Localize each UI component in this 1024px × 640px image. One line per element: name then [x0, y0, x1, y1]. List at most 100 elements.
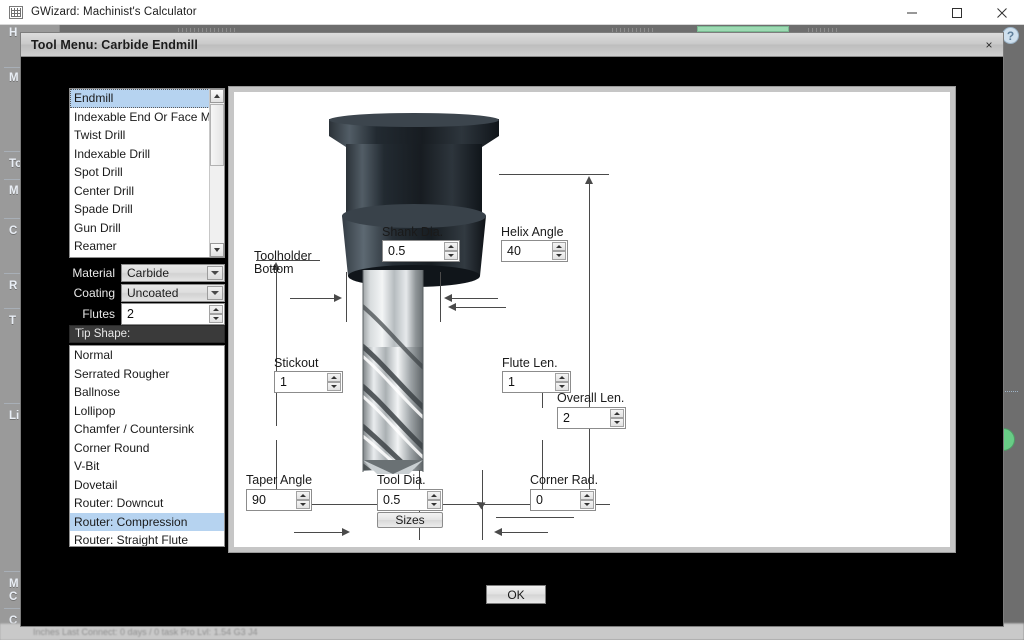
bg-nav-item-10[interactable]: C: [9, 615, 18, 627]
spin-down-icon[interactable]: [427, 500, 441, 509]
spin-down-icon[interactable]: [209, 314, 223, 323]
flute-len-spin-buttons[interactable]: [555, 373, 569, 391]
flute-len-stepper[interactable]: 1: [502, 371, 571, 393]
bg-nav-item-1[interactable]: M: [9, 72, 19, 84]
shank-dia-stepper[interactable]: 0.5: [382, 240, 460, 262]
dialog-close-icon[interactable]: ×: [985, 38, 993, 52]
tool-type-listbox[interactable]: Endmill Indexable End Or Face Mill Twist…: [69, 88, 225, 258]
tool-type-item-8[interactable]: Reamer: [74, 239, 117, 253]
scrollbar-thumb[interactable]: [210, 104, 224, 166]
shank-dia-spin-buttons[interactable]: [444, 242, 458, 260]
bg-nav-item-0[interactable]: H: [9, 27, 18, 39]
tool-type-item-5[interactable]: Center Drill: [74, 183, 135, 198]
tip-shape-item-1[interactable]: Serrated Rougher: [74, 366, 170, 381]
sizes-button[interactable]: Sizes: [377, 512, 443, 528]
taper-angle-spin-buttons[interactable]: [296, 491, 310, 509]
flutes-stepper[interactable]: 2: [121, 303, 225, 325]
bg-nav-item-7[interactable]: Li: [9, 410, 20, 422]
tip-shape-item-9[interactable]: Router: Compression: [70, 512, 224, 531]
bg-nav-item-6[interactable]: T: [9, 315, 17, 327]
bg-nav-item-4[interactable]: C: [9, 225, 18, 237]
leader-stickout-bottom: [276, 440, 277, 502]
spin-up-icon[interactable]: [327, 373, 341, 382]
tip-shape-item-3[interactable]: Lollipop: [74, 403, 116, 418]
spin-up-icon[interactable]: [555, 373, 569, 382]
scroll-down-icon[interactable]: [210, 243, 224, 257]
arrow-shank-right: [334, 294, 342, 302]
bg-nav-item-2[interactable]: To: [9, 158, 23, 170]
spin-down-icon[interactable]: [296, 500, 310, 509]
corner-rad-stepper[interactable]: 0: [530, 489, 596, 511]
overall-len-label: Overall Len.: [557, 391, 625, 405]
bg-nav-item-8[interactable]: M: [9, 578, 19, 590]
chevron-down-icon[interactable]: [207, 265, 223, 280]
spin-down-icon[interactable]: [580, 500, 594, 509]
close-icon[interactable]: [979, 0, 1024, 25]
bg-nav-item-3[interactable]: M: [9, 185, 19, 197]
spin-down-icon[interactable]: [555, 382, 569, 391]
helix-angle-label: Helix Angle: [501, 225, 564, 239]
tool-type-item-7[interactable]: Gun Drill: [74, 220, 121, 235]
arrow-shank-left: [444, 294, 452, 302]
leader-shank-left: [346, 272, 347, 322]
tip-shape-item-6[interactable]: V-Bit: [74, 459, 100, 473]
scroll-up-icon[interactable]: [210, 89, 224, 103]
tool-dia-spin-buttons[interactable]: [427, 491, 441, 509]
tip-shape-item-2[interactable]: Ballnose: [74, 385, 121, 399]
taper-angle-stepper[interactable]: 90: [246, 489, 312, 511]
dialog-titlebar[interactable]: Tool Menu: Carbide Endmill ×: [21, 33, 1003, 57]
spin-down-icon[interactable]: [552, 251, 566, 260]
tool-type-item-3[interactable]: Indexable Drill: [74, 146, 151, 161]
tool-type-scrollbar[interactable]: [209, 89, 224, 257]
minimize-icon[interactable]: [889, 0, 934, 25]
tip-shape-item-7[interactable]: Dovetail: [74, 477, 118, 492]
bg-nav-item-9[interactable]: C: [9, 591, 18, 603]
tip-shape-item-4[interactable]: Chamfer / Countersink: [74, 422, 195, 436]
bg-nav-item-5[interactable]: R: [9, 280, 18, 292]
helix-angle-stepper[interactable]: 40: [501, 240, 568, 262]
tool-type-item-2[interactable]: Twist Drill: [74, 128, 126, 142]
overall-len-stepper[interactable]: 2: [557, 407, 626, 429]
tool-dia-stepper[interactable]: 0.5: [377, 489, 443, 511]
spin-up-icon[interactable]: [209, 305, 223, 314]
flute-len-value: 1: [508, 375, 515, 389]
spin-down-icon[interactable]: [444, 251, 458, 260]
tool-type-item-6[interactable]: Spade Drill: [74, 202, 133, 216]
help-icon[interactable]: ?: [1002, 27, 1019, 44]
overall-len-spin-buttons[interactable]: [610, 409, 624, 427]
coating-dropdown[interactable]: Uncoated: [121, 283, 225, 302]
dialog-body: Endmill Indexable End Or Face Mill Twist…: [21, 57, 1003, 626]
grid-icon: [9, 5, 23, 19]
material-dropdown[interactable]: Carbide: [121, 263, 225, 282]
arrow-stickout-up: [272, 262, 280, 270]
app-titlebar: GWizard: Machinist's Calculator: [0, 0, 1024, 25]
flutes-spin-buttons[interactable]: [209, 305, 223, 323]
chevron-down-icon[interactable]: [207, 285, 223, 300]
spin-up-icon[interactable]: [427, 491, 441, 500]
tip-shape-item-0[interactable]: Normal: [74, 348, 113, 362]
spin-up-icon[interactable]: [552, 242, 566, 251]
tool-type-item-4[interactable]: Spot Drill: [74, 165, 123, 179]
spin-up-icon[interactable]: [296, 491, 310, 500]
corner-rad-spin-buttons[interactable]: [580, 491, 594, 509]
ok-button[interactable]: OK: [486, 585, 546, 604]
tip-shape-item-10[interactable]: Router: Straight Flute: [74, 533, 189, 547]
spin-down-icon[interactable]: [327, 382, 341, 391]
tip-shape-listbox[interactable]: Normal Serrated Rougher Ballnose Lollipo…: [69, 345, 225, 547]
tip-shape-item-8[interactable]: Router: Downcut: [74, 496, 164, 510]
spin-up-icon[interactable]: [610, 409, 624, 418]
leader-stickout-top: [276, 268, 277, 426]
background-green-bar: [697, 26, 789, 32]
arrow-helix-left: [448, 303, 456, 311]
tool-dia-value: 0.5: [383, 493, 401, 507]
stickout-spin-buttons[interactable]: [327, 373, 341, 391]
stickout-stepper[interactable]: 1: [274, 371, 343, 393]
tool-type-item-0[interactable]: Endmill: [70, 89, 224, 108]
maximize-icon[interactable]: [934, 0, 979, 25]
helix-angle-spin-buttons[interactable]: [552, 242, 566, 260]
tip-shape-item-5[interactable]: Corner Round: [74, 440, 150, 455]
tool-type-item-1[interactable]: Indexable End Or Face Mill: [74, 109, 219, 124]
spin-up-icon[interactable]: [580, 491, 594, 500]
spin-up-icon[interactable]: [444, 242, 458, 251]
spin-down-icon[interactable]: [610, 418, 624, 427]
